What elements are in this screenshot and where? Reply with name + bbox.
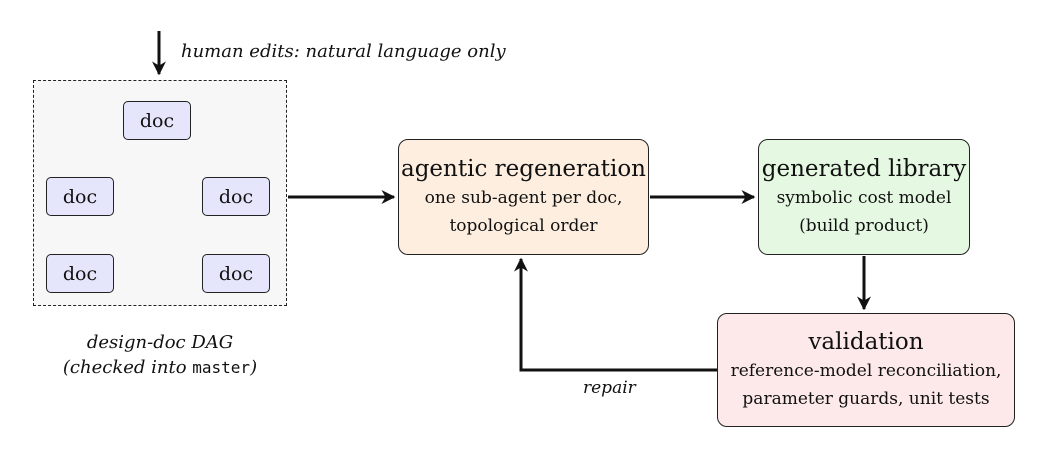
doc-node-top: doc bbox=[123, 101, 191, 140]
doc-node-middle-left: doc bbox=[46, 177, 114, 216]
validation-title: validation bbox=[808, 329, 924, 355]
dag-caption-branch: master bbox=[192, 358, 251, 377]
regeneration-title: agentic regeneration bbox=[401, 156, 646, 182]
agentic-regeneration-box: agentic regeneration one sub-agent per d… bbox=[398, 139, 649, 255]
repair-arrow bbox=[514, 257, 717, 372]
library-line2: (build product) bbox=[799, 216, 929, 236]
library-title: generated library bbox=[761, 156, 967, 182]
dag-caption-line1: design-doc DAG bbox=[86, 332, 234, 353]
human-edits-label: human edits: natural language only bbox=[181, 41, 506, 62]
library-line1: symbolic cost model bbox=[776, 188, 952, 208]
validation-line2: parameter guards, unit tests bbox=[742, 389, 990, 409]
dag-caption: design-doc DAG (checked into master) bbox=[33, 330, 287, 380]
generated-library-box: generated library symbolic cost model (b… bbox=[758, 139, 970, 255]
dag-caption-line2: (checked into master) bbox=[33, 355, 287, 380]
validation-line1: reference-model reconciliation, bbox=[730, 361, 1002, 381]
regeneration-line2: topological order bbox=[449, 216, 598, 236]
doc-node-bottom-right: doc bbox=[202, 254, 270, 293]
doc-node-bottom-left: doc bbox=[46, 254, 114, 293]
regeneration-line1: one sub-agent per doc, bbox=[424, 188, 623, 208]
doc-node-middle-right: doc bbox=[202, 177, 270, 216]
validation-box: validation reference-model reconciliatio… bbox=[717, 313, 1015, 427]
repair-label: repair bbox=[583, 378, 636, 398]
dag-caption-suffix: ) bbox=[250, 357, 258, 378]
dag-caption-prefix: (checked into bbox=[62, 357, 193, 378]
